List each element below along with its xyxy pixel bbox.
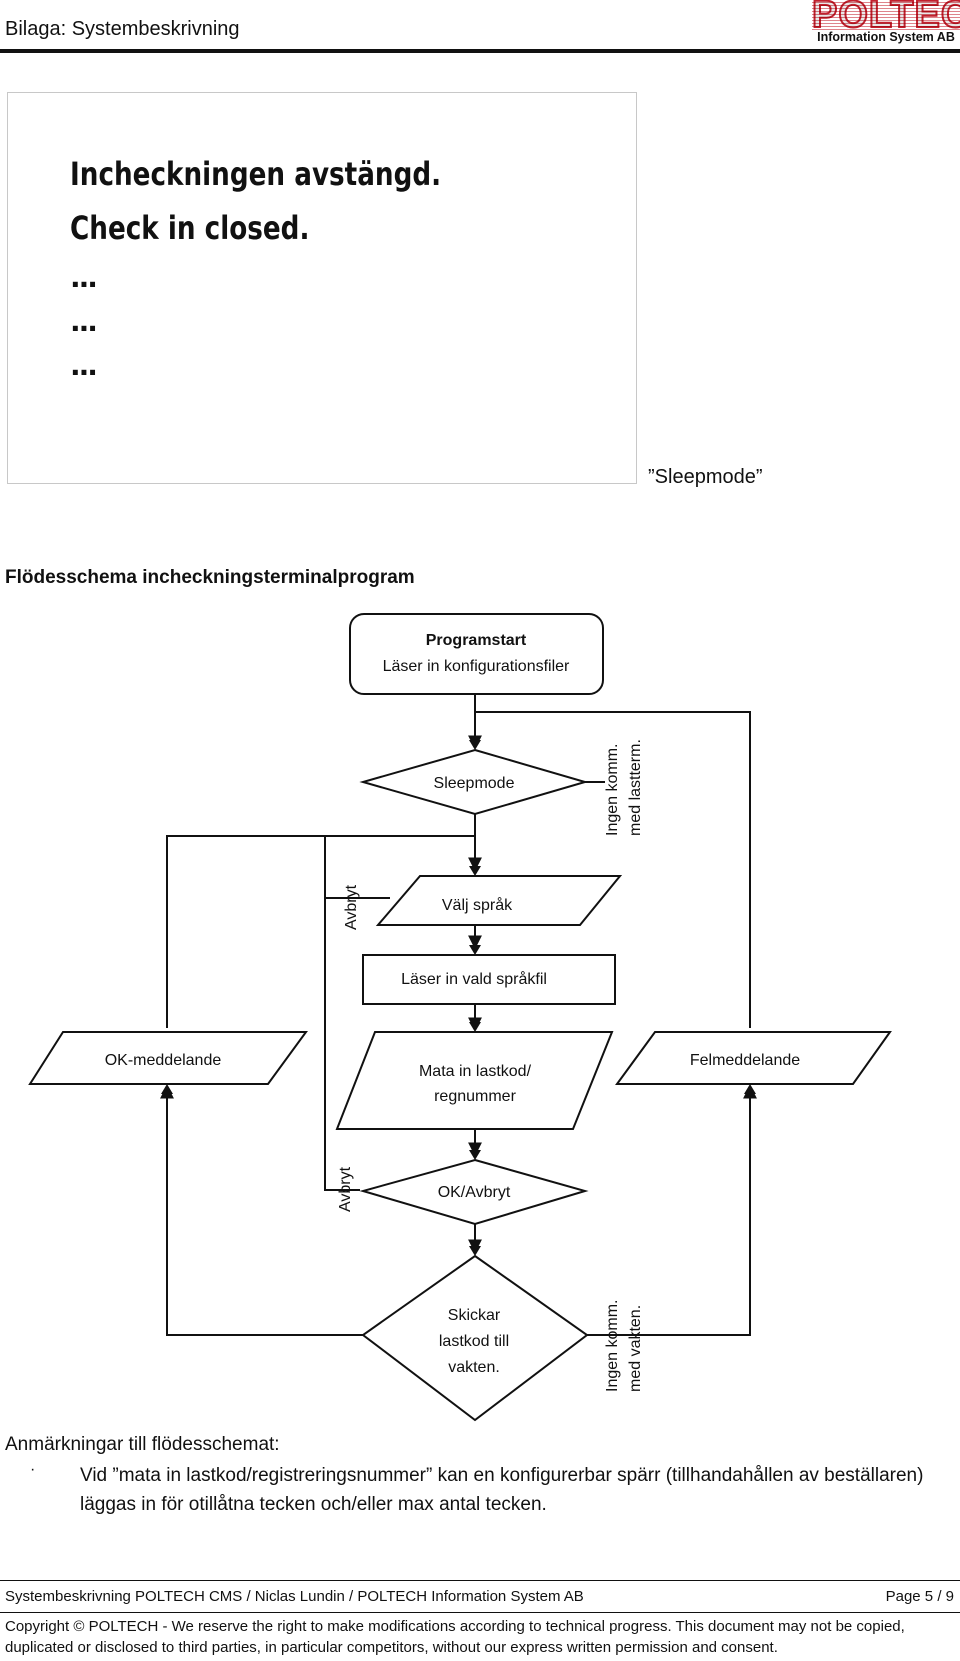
logo-stripes bbox=[812, 0, 960, 30]
error-message-label: Felmeddelande bbox=[690, 1052, 800, 1069]
no-comm-terminal-label-1: Ingen komm. bbox=[604, 744, 621, 836]
arrowhead-into-language bbox=[469, 866, 481, 876]
flow-line-error-return bbox=[475, 711, 751, 1028]
start-node bbox=[349, 613, 604, 695]
cancel-label-language: Avbryt bbox=[343, 884, 360, 930]
start-subtitle: Läser in konfigurationsfiler bbox=[383, 658, 570, 675]
send-label-2: lastkod till bbox=[439, 1333, 509, 1350]
closed-message-english: Check in closed. bbox=[70, 209, 310, 247]
no-comm-guard-label-1: Ingen komm. bbox=[604, 1300, 621, 1392]
arrowhead-into-confirm bbox=[469, 1150, 481, 1160]
ellipsis-3: ... bbox=[70, 349, 98, 382]
send-label-1: Skickar bbox=[448, 1307, 501, 1324]
poltech-logo: POLTECH Information System AB bbox=[811, 0, 960, 46]
sleepmode-caption: ”Sleepmode” bbox=[648, 466, 763, 488]
footer-divider-2 bbox=[0, 1612, 960, 1613]
input-code-label-2: regnummer bbox=[434, 1088, 516, 1105]
flow-line-ok-return bbox=[166, 835, 475, 1028]
arrowhead-into-send bbox=[469, 1246, 481, 1256]
ok-cancel-decision bbox=[359, 1158, 589, 1226]
sleepmode-decision bbox=[359, 748, 589, 816]
flowchart-title: Flödesschema incheckningsterminalprogram bbox=[5, 567, 415, 588]
input-code-node bbox=[335, 1031, 614, 1130]
no-comm-terminal-label-2: med lastterm. bbox=[627, 739, 644, 836]
ok-cancel-label: OK/Avbryt bbox=[438, 1184, 511, 1201]
arrowhead-into-sleepmode bbox=[469, 740, 481, 750]
error-message-node bbox=[615, 1031, 892, 1085]
choose-language-node bbox=[375, 875, 623, 926]
ok-message-label: OK-meddelande bbox=[105, 1052, 222, 1069]
logo-subtitle: Information System AB bbox=[817, 30, 955, 44]
arrowhead-into-read bbox=[469, 945, 481, 955]
footer-page-number: Page 5 / 9 bbox=[885, 1588, 954, 1605]
flow-arrow-send-to-ok bbox=[160, 1084, 363, 1336]
closed-message-swedish: Incheckningen avstängd. bbox=[70, 155, 442, 193]
document-header-title: Bilaga: Systembeskrivning bbox=[5, 18, 240, 40]
choose-language-label: Välj språk bbox=[442, 896, 513, 914]
header-divider bbox=[0, 49, 960, 53]
ok-message-node bbox=[28, 1031, 308, 1085]
bullet-marker: · bbox=[30, 1461, 36, 1478]
ellipsis-2: ... bbox=[70, 305, 98, 338]
arrowhead-into-input bbox=[469, 1022, 481, 1032]
note-item: Vid ”mata in lastkod/registreringsnummer… bbox=[80, 1465, 924, 1515]
sleepmode-screen-preview: Incheckningen avstängd. Check in closed.… bbox=[7, 92, 637, 484]
notes-title: Anmärkningar till flödesschemat: bbox=[5, 1434, 280, 1455]
copyright-notice: Copyright © POLTECH - We reserve the rig… bbox=[5, 1618, 905, 1656]
send-to-guard-decision bbox=[361, 1254, 589, 1422]
read-language-file-label: Läser in vald språkfil bbox=[401, 970, 547, 988]
sleepmode-label: Sleepmode bbox=[434, 775, 515, 792]
cancel-label-confirm: Avbryt bbox=[337, 1166, 354, 1212]
footer-divider bbox=[0, 1580, 960, 1581]
footer-document-info: Systembeskrivning POLTECH CMS / Niclas L… bbox=[5, 1588, 584, 1605]
ellipsis-1: ... bbox=[70, 261, 98, 294]
start-title: Programstart bbox=[426, 632, 527, 649]
read-language-file-node bbox=[362, 954, 616, 1005]
arrowhead-into-error bbox=[744, 1084, 756, 1094]
send-label-3: vakten. bbox=[448, 1359, 500, 1376]
arrowhead-into-ok bbox=[161, 1084, 173, 1094]
input-code-label-1: Mata in lastkod/ bbox=[419, 1063, 532, 1080]
flow-line-cancel-vertical bbox=[324, 836, 360, 1191]
no-comm-guard-label-2: med vakten. bbox=[627, 1305, 644, 1392]
flow-arrow-send-to-error bbox=[587, 1084, 757, 1336]
